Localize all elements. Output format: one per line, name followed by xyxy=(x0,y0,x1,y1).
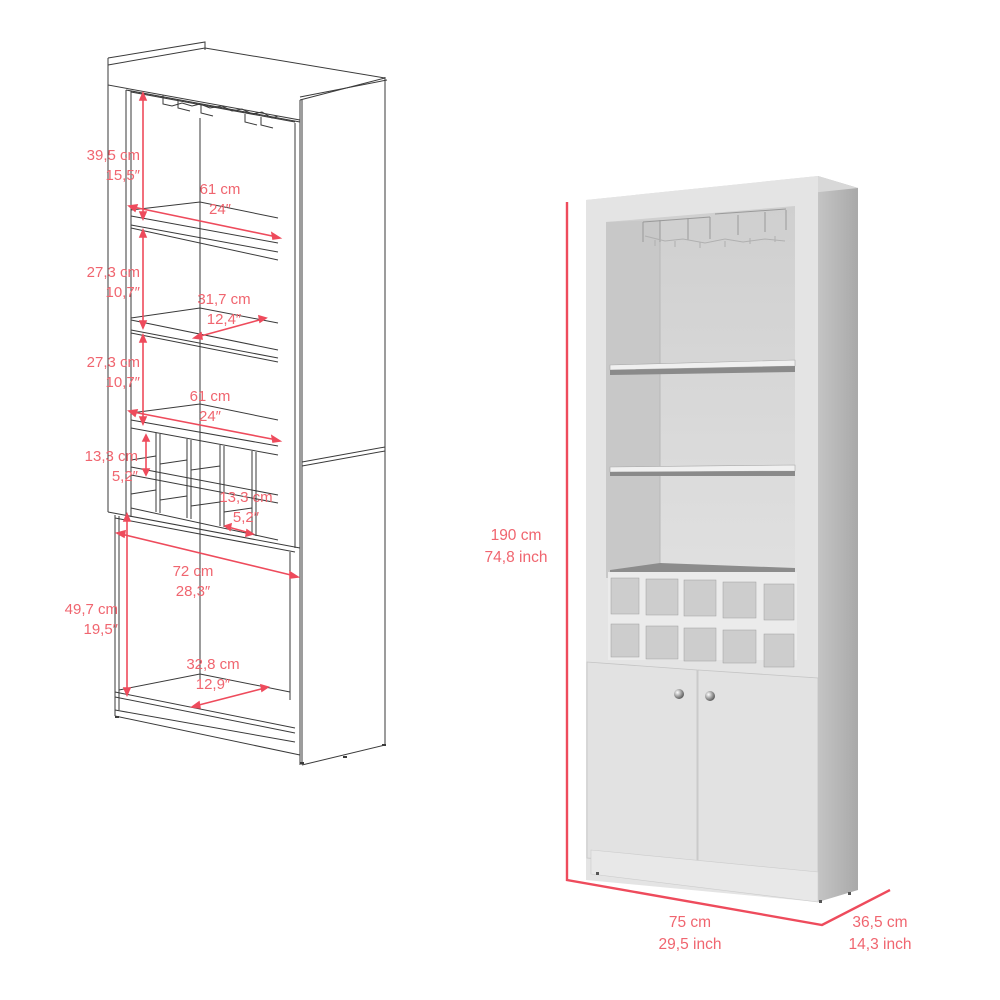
cabinet-doors xyxy=(586,661,819,875)
dimension-lines-right xyxy=(565,202,891,927)
rendered-cabinet xyxy=(586,176,858,903)
cabinet-outline xyxy=(107,41,388,766)
overall-dimension-outline xyxy=(565,202,891,927)
cabinet-side-panel xyxy=(818,176,858,902)
cabinet-feet xyxy=(115,716,386,764)
dimension-arrows-left xyxy=(114,90,301,709)
door-right xyxy=(697,669,819,875)
cabinet-plinth xyxy=(590,849,819,903)
door-knob-right xyxy=(705,691,715,701)
door-knob-left xyxy=(674,689,684,699)
stemware-rack xyxy=(642,208,787,248)
wine-cubby-grid xyxy=(608,572,797,668)
